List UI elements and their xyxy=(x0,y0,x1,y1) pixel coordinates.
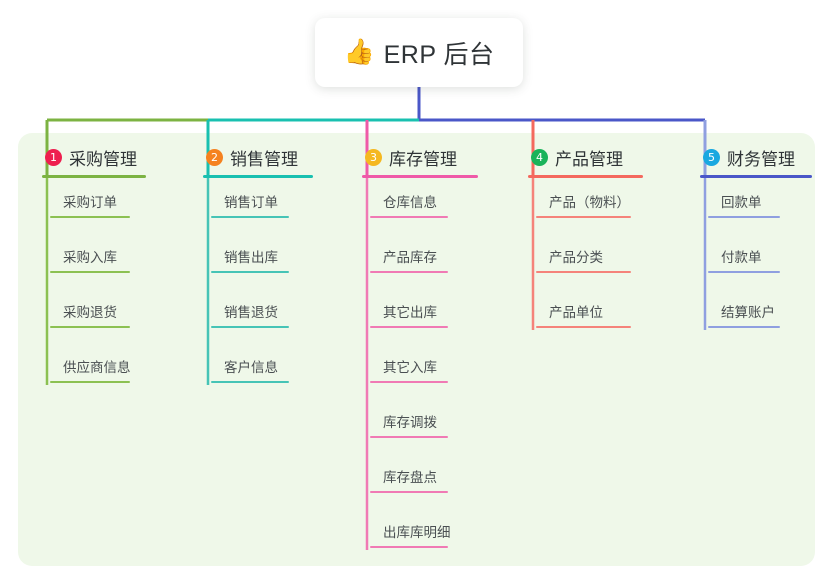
branch-title: 财务管理 xyxy=(727,149,795,169)
branch-number-badge: 3 xyxy=(365,148,382,166)
leaf-node[interactable]: 库存调拨 xyxy=(362,398,478,453)
leaf-label: 销售出库 xyxy=(224,250,278,265)
branch-column-财务管理: 5 财务管理回款单付款单结算账户 xyxy=(700,145,812,343)
leaf-underline xyxy=(50,326,130,328)
leaf-label: 采购退货 xyxy=(63,305,117,320)
leaf-label: 产品库存 xyxy=(383,250,437,265)
branch-header-销售管理[interactable]: 2 销售管理 xyxy=(203,145,313,169)
leaf-underline xyxy=(536,216,631,218)
leaf-underline xyxy=(211,271,289,273)
root-node-label: ERP 后台 xyxy=(383,40,495,69)
leaf-label: 其它入库 xyxy=(383,360,437,375)
leaf-underline xyxy=(708,326,780,328)
leaf-underline xyxy=(536,326,631,328)
branch-number-badge: 2 xyxy=(206,148,223,166)
branch-header-库存管理[interactable]: 3 库存管理 xyxy=(362,145,478,169)
leaf-underline xyxy=(211,381,289,383)
branch-title: 采购管理 xyxy=(69,149,137,169)
branch-column-产品管理: 4 产品管理产品（物料） 产品分类产品单位 xyxy=(528,145,643,343)
leaf-label: 付款单 xyxy=(721,250,762,265)
leaf-underline xyxy=(370,271,448,273)
branch-header-采购管理[interactable]: 1 采购管理 xyxy=(42,145,146,169)
branch-header-产品管理[interactable]: 4 产品管理 xyxy=(528,145,643,169)
branch-column-销售管理: 2 销售管理销售订单销售出库销售退货客户信息 xyxy=(203,145,313,398)
branch-header-财务管理[interactable]: 5 财务管理 xyxy=(700,145,812,169)
leaf-node[interactable]: 客户信息 xyxy=(203,343,313,398)
leaf-node[interactable]: 产品单位 xyxy=(528,288,643,343)
leaf-node[interactable]: 付款单 xyxy=(700,233,812,288)
leaf-underline xyxy=(370,546,448,548)
leaf-underline xyxy=(370,436,448,438)
leaf-label: 销售订单 xyxy=(224,195,278,210)
leaf-node[interactable]: 采购入库 xyxy=(42,233,146,288)
leaf-node[interactable]: 销售订单 xyxy=(203,178,313,233)
leaf-label: 回款单 xyxy=(721,195,762,210)
leaf-node[interactable]: 其它出库 xyxy=(362,288,478,343)
leaf-label: 其它出库 xyxy=(383,305,437,320)
leaf-label: 库存盘点 xyxy=(383,470,437,485)
leaf-label: 采购入库 xyxy=(63,250,117,265)
leaf-underline xyxy=(211,216,289,218)
leaf-label: 产品分类 xyxy=(549,250,603,265)
leaf-node[interactable]: 产品分类 xyxy=(528,233,643,288)
branch-number-badge: 4 xyxy=(531,148,548,166)
leaf-node[interactable]: 结算账户 xyxy=(700,288,812,343)
leaf-node[interactable]: 销售出库 xyxy=(203,233,313,288)
branch-column-库存管理: 3 库存管理仓库信息产品库存其它出库其它入库库存调拨库存盘点出库库明细 xyxy=(362,145,478,563)
leaf-label: 产品（物料） xyxy=(549,195,630,210)
leaf-underline xyxy=(211,326,289,328)
leaf-node[interactable]: 其它入库 xyxy=(362,343,478,398)
branch-number-badge: 1 xyxy=(45,148,62,166)
branch-number-badge: 5 xyxy=(703,148,720,166)
leaf-node[interactable]: 销售退货 xyxy=(203,288,313,343)
leaf-underline xyxy=(50,216,130,218)
leaf-node[interactable]: 库存盘点 xyxy=(362,453,478,508)
leaf-underline xyxy=(536,271,631,273)
leaf-label: 销售退货 xyxy=(224,305,278,320)
leaf-underline xyxy=(370,381,448,383)
leaf-node[interactable]: 采购订单 xyxy=(42,178,146,233)
leaf-node[interactable]: 产品库存 xyxy=(362,233,478,288)
branch-underline xyxy=(528,175,643,178)
leaf-underline xyxy=(708,216,780,218)
leaf-label: 仓库信息 xyxy=(383,195,437,210)
leaf-node[interactable]: 仓库信息 xyxy=(362,178,478,233)
diagram-panel xyxy=(18,133,815,566)
leaf-label: 库存调拨 xyxy=(383,415,437,430)
leaf-underline xyxy=(50,381,130,383)
leaf-underline xyxy=(50,271,130,273)
branch-underline xyxy=(42,175,146,178)
leaf-node[interactable]: 供应商信息 xyxy=(42,343,146,398)
root-node-erp-backend[interactable]: 👍 ERP 后台 xyxy=(315,18,523,87)
branch-underline xyxy=(362,175,478,178)
leaf-underline xyxy=(370,326,448,328)
leaf-node[interactable]: 产品（物料） xyxy=(528,178,643,233)
leaf-node[interactable]: 采购退货 xyxy=(42,288,146,343)
leaf-underline xyxy=(708,271,780,273)
leaf-label: 采购订单 xyxy=(63,195,117,210)
branch-underline xyxy=(700,175,812,178)
branch-title: 库存管理 xyxy=(389,149,457,169)
leaf-label: 供应商信息 xyxy=(63,360,131,375)
leaf-node[interactable]: 出库库明细 xyxy=(362,508,478,563)
branch-title: 产品管理 xyxy=(555,149,623,169)
thumbs-up-icon: 👍 xyxy=(343,38,375,66)
branch-column-采购管理: 1 采购管理采购订单采购入库采购退货供应商信息 xyxy=(42,145,146,398)
leaf-underline xyxy=(370,216,448,218)
leaf-node[interactable]: 回款单 xyxy=(700,178,812,233)
leaf-underline xyxy=(370,491,448,493)
branch-title: 销售管理 xyxy=(230,149,298,169)
leaf-label: 结算账户 xyxy=(721,305,775,320)
leaf-label: 产品单位 xyxy=(549,305,603,320)
leaf-label: 客户信息 xyxy=(224,360,278,375)
leaf-label: 出库库明细 xyxy=(383,525,451,540)
branch-underline xyxy=(203,175,313,178)
